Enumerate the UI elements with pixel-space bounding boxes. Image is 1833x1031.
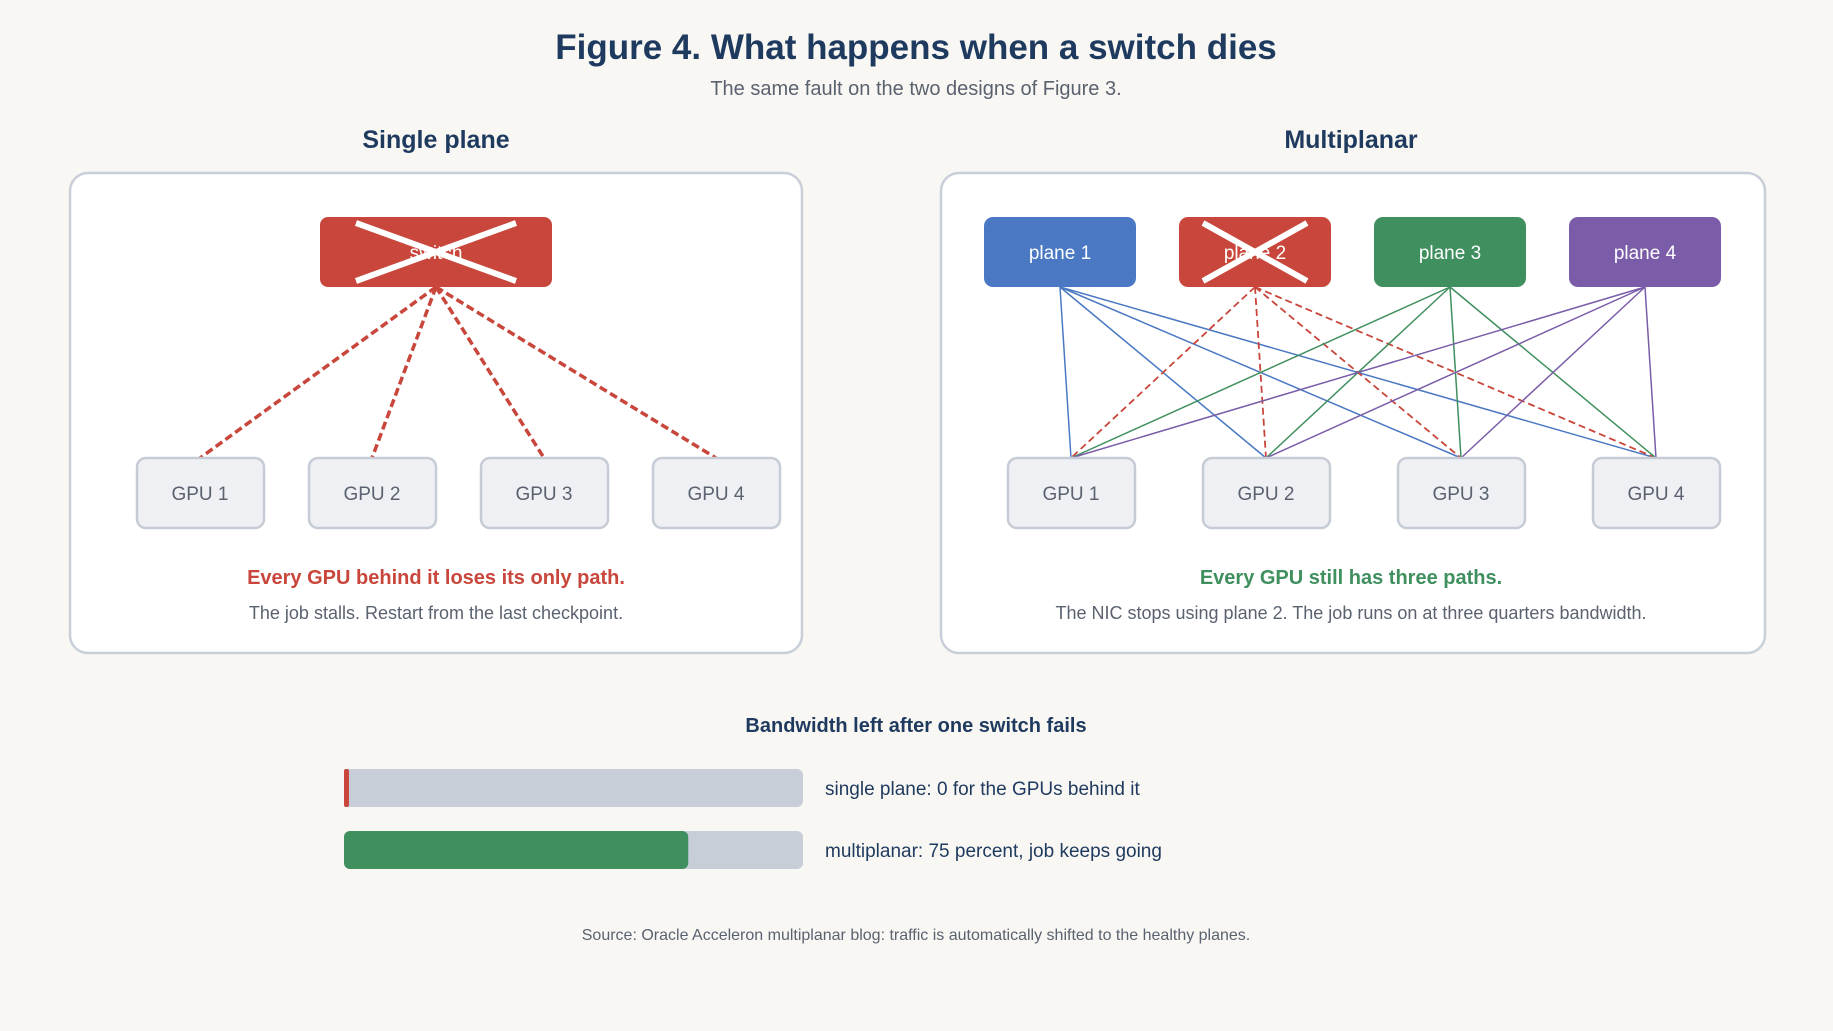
plane-switch: plane 2	[1179, 217, 1331, 287]
gpu-label: GPU 1	[1042, 484, 1099, 505]
multiplanar-panel	[939, 171, 1767, 655]
multiplanar-planes: plane 1 plane 2 plane 3 plane 4	[984, 217, 1721, 287]
multiplanar-outcome: Every GPU still has three paths.	[1200, 567, 1502, 589]
gpu-label: GPU 4	[1627, 484, 1684, 505]
bar-label: multiplanar: 75 percent, job keeps going	[825, 841, 1162, 862]
failed-x-icon	[354, 220, 518, 284]
gpu-node: GPU 4	[651, 456, 782, 530]
plane-label: plane 4	[1614, 243, 1677, 264]
failed-x-icon	[1201, 220, 1309, 284]
multiplanar-gpus: GPU 1 GPU 2 GPU 3 GPU 4	[1006, 456, 1722, 530]
gpu-node: GPU 1	[1006, 456, 1137, 530]
failed-link	[198, 285, 438, 460]
gpu-node: GPU 1	[135, 456, 266, 530]
plane-link	[1644, 286, 1657, 459]
multiplanar-links	[1059, 286, 1657, 459]
plane-switch: plane 4	[1569, 217, 1721, 287]
gpu-node: GPU 2	[1201, 456, 1332, 530]
failed-link	[1254, 286, 1657, 459]
plane-link	[1070, 286, 1451, 459]
bandwidth-bar-multiplanar: multiplanar: 75 percent, job keeps going	[344, 831, 1162, 869]
figure-title: Figure 4. What happens when a switch die…	[555, 28, 1277, 67]
gpu-node: GPU 4	[1591, 456, 1722, 530]
failed-link	[370, 286, 438, 459]
failed-link	[1070, 286, 1256, 459]
bandwidth-bar-single: single plane: 0 for the GPUs behind it	[344, 769, 1140, 807]
source-note: Source: Oracle Acceleron multiplanar blo…	[582, 927, 1251, 944]
plane-link	[1059, 286, 1072, 459]
bandwidth-title: Bandwidth left after one switch fails	[745, 715, 1086, 737]
plane-link	[1460, 286, 1646, 459]
plane-box	[984, 217, 1136, 287]
failed-link	[435, 285, 717, 460]
gpu-label: GPU 2	[1237, 484, 1294, 505]
single-plane-links	[198, 285, 717, 460]
plane-link	[1265, 286, 1646, 459]
single-plane-gpus: GPU 1 GPU 2 GPU 3 GPU 4	[135, 456, 782, 530]
single-plane-outcome: Every GPU behind it loses its only path.	[247, 567, 625, 589]
plane-label: plane 1	[1029, 243, 1091, 264]
single-plane-switch: switch	[320, 217, 552, 287]
single-plane-detail: The job stalls. Restart from the last ch…	[249, 603, 623, 623]
gpu-node: GPU 2	[307, 456, 438, 530]
bar-fill	[344, 831, 689, 869]
plane-link	[1070, 286, 1646, 459]
plane-switch: plane 1	[984, 217, 1136, 287]
bar-track	[344, 769, 803, 807]
multiplanar-heading: Multiplanar	[1284, 126, 1418, 154]
gpu-node: GPU 3	[1396, 456, 1527, 530]
plane-label: plane 3	[1419, 243, 1481, 264]
figure-subtitle: The same fault on the two designs of Fig…	[710, 78, 1121, 100]
gpu-label: GPU 1	[171, 484, 228, 505]
plane-box	[1374, 217, 1526, 287]
gpu-label: GPU 4	[687, 484, 744, 505]
multiplanar-detail: The NIC stops using plane 2. The job run…	[1055, 603, 1646, 623]
bar-label: single plane: 0 for the GPUs behind it	[825, 779, 1140, 800]
gpu-label: GPU 2	[343, 484, 400, 505]
failed-link	[1254, 286, 1267, 459]
failed-link	[434, 286, 546, 459]
single-plane-heading: Single plane	[362, 126, 509, 154]
plane-box	[1569, 217, 1721, 287]
plane-switch: plane 3	[1374, 217, 1526, 287]
gpu-node: GPU 3	[479, 456, 610, 530]
gpu-label: GPU 3	[515, 484, 572, 505]
bar-fill	[344, 769, 349, 807]
gpu-label: GPU 3	[1432, 484, 1489, 505]
single-plane-panel	[68, 171, 804, 655]
